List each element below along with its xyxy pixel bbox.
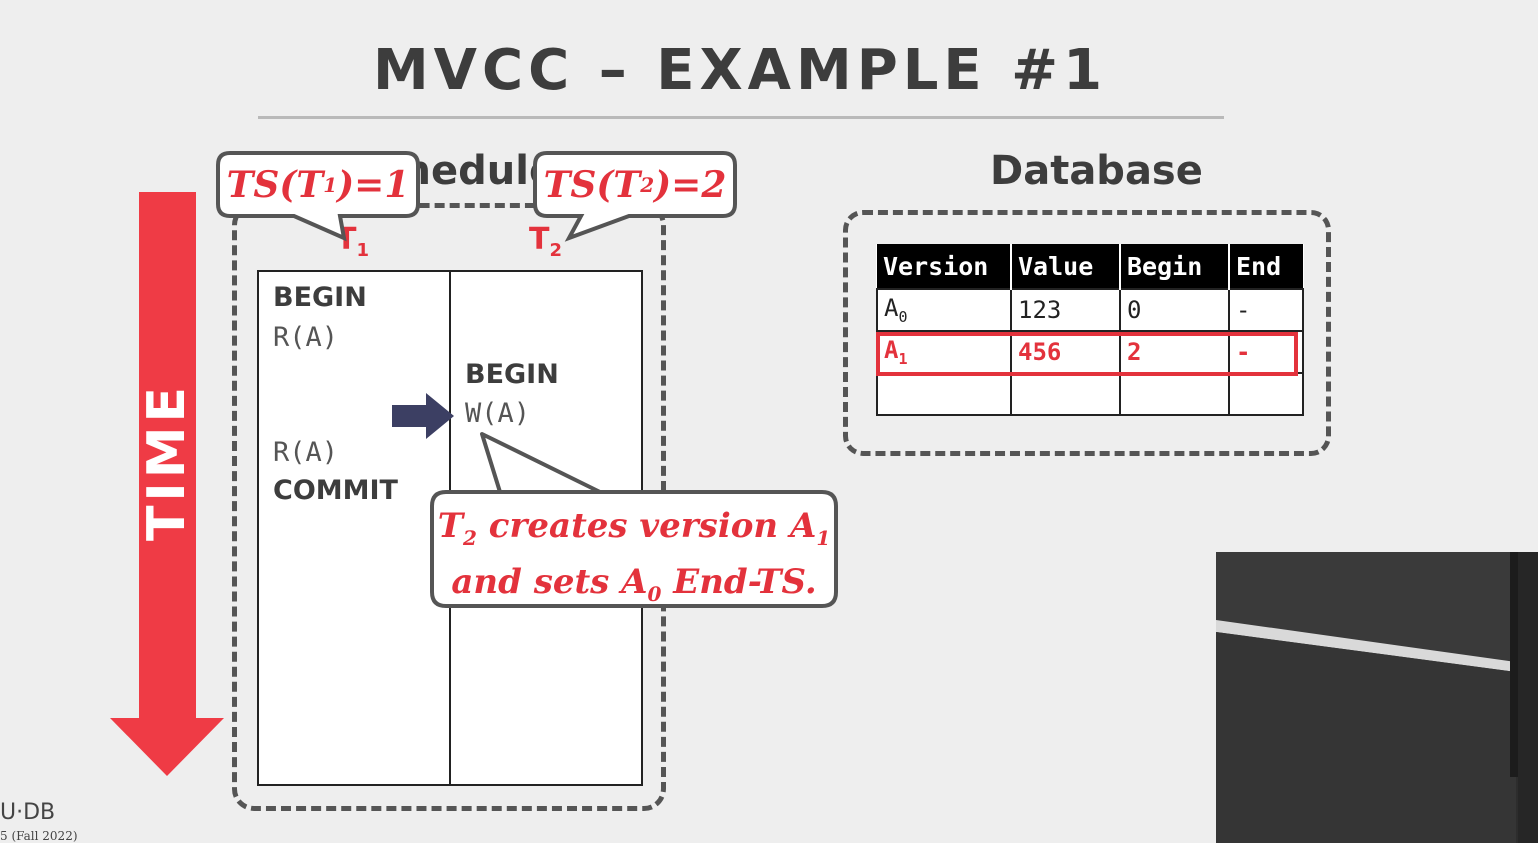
begin-cell: 0: [1119, 288, 1230, 332]
column-header: Begin: [1120, 244, 1230, 289]
t1-op-read: R(A): [273, 437, 339, 468]
t1-op-begin: BEGIN: [273, 282, 367, 313]
version-cell: A0: [876, 288, 1012, 332]
end-cell: -: [1228, 330, 1304, 374]
title-divider: [258, 116, 1224, 119]
time-label: TIME: [137, 192, 198, 732]
value-cell: 123: [1010, 288, 1121, 332]
database-container: [843, 210, 1331, 456]
t2-op-begin: BEGIN: [465, 359, 559, 390]
callout-bubble-icon: [430, 432, 838, 608]
note-line-2: and sets A0 End-TS.: [451, 561, 817, 606]
table-row: [876, 372, 1304, 416]
value-cell: 456: [1010, 330, 1121, 374]
footer-logo: U·DB: [0, 800, 56, 825]
begin-cell: [1119, 372, 1230, 416]
t1-op-commit: COMMIT: [273, 475, 398, 506]
database-heading: Database: [990, 148, 1203, 194]
table-header-row: Version Value Begin End: [877, 244, 1303, 289]
note-text: T2 creates version A1 and sets A0 End-TS…: [430, 504, 838, 616]
time-arrow-shaft: [139, 192, 196, 732]
note-line-1: T2 creates version A1: [437, 506, 831, 550]
t2-column-label: T2: [529, 222, 562, 261]
footer-course: 5 (Fall 2022): [0, 829, 78, 843]
time-label-text: TIME: [137, 382, 198, 542]
t2-op-write: W(A): [465, 398, 531, 429]
version-cell: [876, 372, 1012, 416]
t1-op-read: R(A): [273, 322, 339, 353]
callout-bubble-icon: [216, 151, 420, 242]
note-callout: T2 creates version A1 and sets A0 End-TS…: [430, 432, 838, 608]
end-cell: -: [1228, 288, 1304, 332]
column-header: Value: [1011, 244, 1121, 289]
table-row: A0 123 0 -: [876, 288, 1304, 332]
end-cell: [1228, 372, 1304, 416]
slide-title: MVCC – EXAMPLE #1: [372, 38, 1108, 103]
version-cell: A1: [876, 330, 1012, 374]
column-header: End: [1229, 244, 1303, 289]
current-step-arrow-icon: [392, 393, 454, 439]
column-header: Version: [877, 244, 1012, 289]
callout-bubble-icon: [533, 151, 737, 242]
table-row-highlighted: A1 456 2 -: [876, 330, 1304, 374]
version-table: Version Value Begin End A0 123 0 - A1 45…: [876, 244, 1304, 416]
time-arrow-head-icon: [110, 718, 224, 776]
value-cell: [1010, 372, 1121, 416]
webcam-video-frame: [1216, 552, 1538, 843]
begin-cell: 2: [1119, 330, 1230, 374]
webcam-inset: [1216, 552, 1538, 843]
